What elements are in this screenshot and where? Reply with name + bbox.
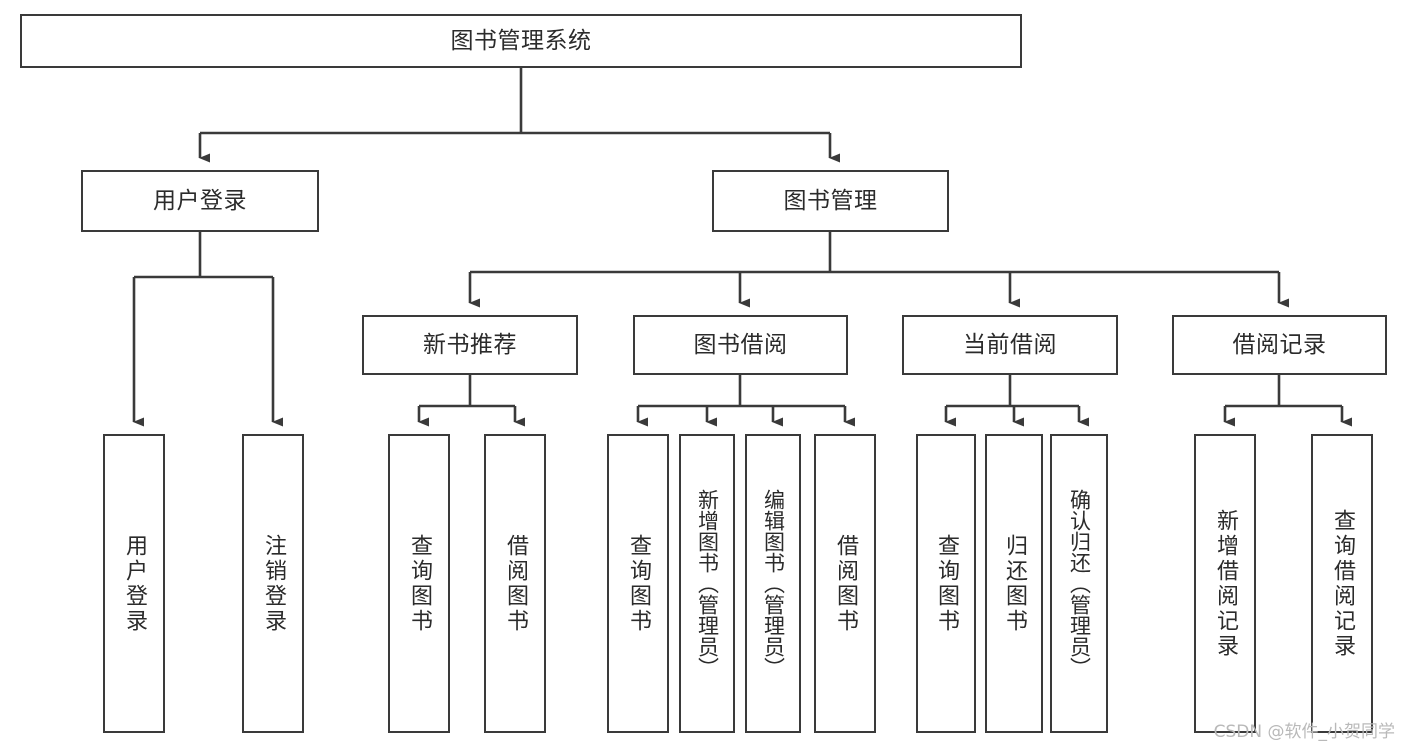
node-leaf-query-borrow-record[interactable]: 查询借阅记录 — [1311, 434, 1373, 733]
node-leaf-user-logout-label: 注销登录 — [261, 533, 286, 634]
node-book-borrow[interactable]: 图书借阅 — [633, 315, 848, 375]
node-leaf-return-book[interactable]: 归还图书 — [985, 434, 1043, 733]
node-leaf-borrow-book-1-label: 借阅图书 — [503, 533, 528, 634]
node-leaf-query-book-3-label: 查询图书 — [934, 533, 959, 634]
node-leaf-borrow-book-1[interactable]: 借阅图书 — [484, 434, 546, 733]
node-new-book-recommend[interactable]: 新书推荐 — [362, 315, 578, 375]
node-leaf-query-book-1[interactable]: 查询图书 — [388, 434, 450, 733]
node-user-login[interactable]: 用户登录 — [81, 170, 319, 232]
node-leaf-add-book-admin-label: 新增图书（管理员） — [695, 489, 720, 678]
node-leaf-query-borrow-record-label: 查询借阅记录 — [1330, 508, 1355, 659]
node-borrow-record-label: 借阅记录 — [1232, 331, 1327, 358]
node-current-borrow-label: 当前借阅 — [963, 331, 1057, 358]
node-book-borrow-label: 图书借阅 — [693, 331, 788, 358]
node-new-book-recommend-label: 新书推荐 — [423, 331, 517, 358]
node-leaf-edit-book-admin-label: 编辑图书（管理员） — [761, 489, 786, 678]
node-leaf-user-login[interactable]: 用户登录 — [103, 434, 165, 733]
node-leaf-add-book-admin[interactable]: 新增图书（管理员） — [679, 434, 735, 733]
node-book-manage-label: 图书管理 — [783, 187, 878, 214]
watermark: CSDN @软件_小贺同学 — [1213, 722, 1395, 742]
node-book-manage[interactable]: 图书管理 — [712, 170, 949, 232]
node-leaf-query-book-2-label: 查询图书 — [626, 533, 651, 634]
node-borrow-record[interactable]: 借阅记录 — [1172, 315, 1387, 375]
node-leaf-query-book-2[interactable]: 查询图书 — [607, 434, 669, 733]
node-leaf-confirm-return-admin-label: 确认归还（管理员） — [1067, 489, 1092, 678]
node-leaf-confirm-return-admin[interactable]: 确认归还（管理员） — [1050, 434, 1108, 733]
node-leaf-add-borrow-record[interactable]: 新增借阅记录 — [1194, 434, 1256, 733]
node-leaf-borrow-book-2-label: 借阅图书 — [833, 533, 858, 634]
node-leaf-user-logout[interactable]: 注销登录 — [242, 434, 304, 733]
node-leaf-add-borrow-record-label: 新增借阅记录 — [1213, 508, 1238, 659]
node-leaf-query-book-3[interactable]: 查询图书 — [916, 434, 976, 733]
node-leaf-query-book-1-label: 查询图书 — [407, 533, 432, 634]
node-leaf-user-login-label: 用户登录 — [122, 533, 147, 634]
node-leaf-return-book-label: 归还图书 — [1002, 533, 1027, 634]
node-leaf-edit-book-admin[interactable]: 编辑图书（管理员） — [745, 434, 801, 733]
node-current-borrow[interactable]: 当前借阅 — [902, 315, 1118, 375]
node-root[interactable]: 图书管理系统 — [20, 14, 1022, 68]
node-user-login-label: 用户登录 — [153, 187, 247, 214]
node-leaf-borrow-book-2[interactable]: 借阅图书 — [814, 434, 876, 733]
node-root-label: 图书管理系统 — [450, 27, 592, 54]
